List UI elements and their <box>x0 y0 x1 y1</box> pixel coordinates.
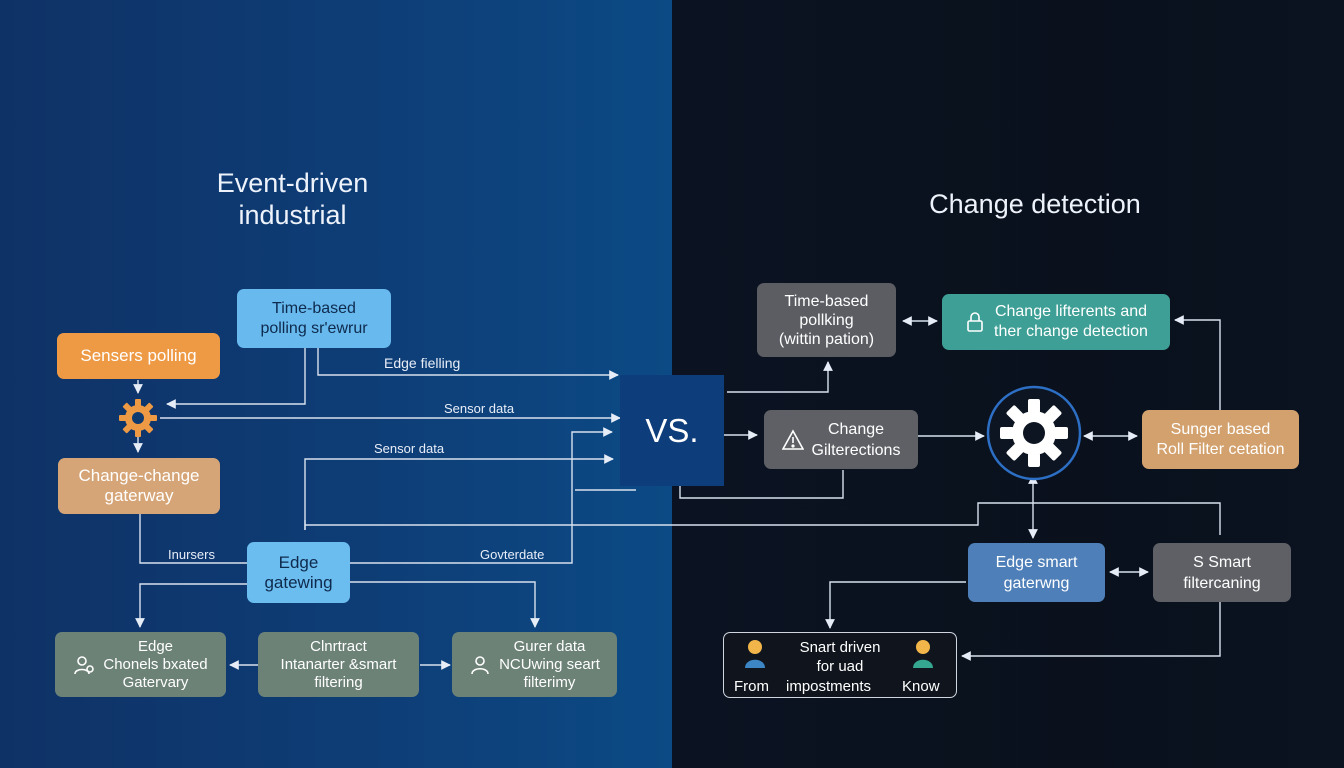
edge-chonels-box[interactable]: Edge Chonels bxated Gatervary <box>55 632 226 697</box>
warning-icon <box>781 428 804 451</box>
sensor-data-label-2: Sensor data <box>374 441 445 456</box>
sunger-based-label: Sunger based Roll Filter cetation <box>1156 420 1285 458</box>
central-gear-icon <box>984 383 1084 483</box>
change-gilterections-label: Change Gilterections <box>811 420 901 459</box>
gurer-data-box[interactable]: Gurer data NCUwing seart filterimy <box>452 632 617 697</box>
gear-icon <box>116 396 160 440</box>
from-label: From <box>734 678 769 695</box>
smart-driven-box[interactable]: Snart driven for uad From impostments Kn… <box>723 632 957 698</box>
lock-icon <box>964 311 986 333</box>
edge-gateway-box[interactable]: Edge gatewing <box>247 542 350 603</box>
person-icon-right <box>912 639 934 669</box>
person-icon-left <box>744 639 766 669</box>
change-lifterents-box[interactable]: Change lifterents and ther change detect… <box>942 294 1170 350</box>
edge-gateway-label: Edge gatewing <box>264 552 333 592</box>
change-gilterections-box[interactable]: Change Gilterections <box>764 410 918 469</box>
inursers-label: Inursers <box>168 547 215 562</box>
right-title: Change detection <box>929 189 1141 219</box>
govterdate-label: Govterdate <box>480 547 545 562</box>
change-lifterents-label: Change lifterents and ther change detect… <box>994 303 1148 340</box>
time-based-pollking-label: Time-based pollking (wittin pation) <box>778 292 875 348</box>
change-gateway-label: Change-change gaterway <box>78 466 200 505</box>
vs-badge: VS. <box>620 375 724 486</box>
gurer-data-label: Gurer data NCUwing seart filterimy <box>499 637 600 691</box>
sensors-polling-box[interactable]: Sensers polling <box>57 333 220 379</box>
time-based-polling-label: Time-based polling sr'ewrur <box>260 299 368 337</box>
time-based-pollking-box[interactable]: Time-based pollking (wittin pation) <box>757 283 896 357</box>
vs-label: VS. <box>645 411 699 449</box>
sensors-polling-label: Sensers polling <box>80 346 197 365</box>
person-gear-icon <box>73 654 95 676</box>
edge-smart-box[interactable]: Edge smart gaterwng <box>968 543 1105 602</box>
smart-filtercaning-box[interactable]: S Smart filtercaning <box>1153 543 1291 602</box>
sunger-based-box[interactable]: Sunger based Roll Filter cetation <box>1142 410 1299 469</box>
edge-smart-label: Edge smart gaterwng <box>995 553 1078 592</box>
clntract-filtering-label: Clnrtract Intanarter &smart filtering <box>280 637 397 691</box>
smart-driven-label: Snart driven for uad <box>799 639 881 675</box>
edge-fielling-label: Edge fielling <box>384 355 461 371</box>
time-based-polling-box[interactable]: Time-based polling sr'ewrur <box>237 289 391 348</box>
impostments-label: impostments <box>786 678 872 695</box>
smart-filtercaning-label: S Smart filtercaning <box>1183 553 1261 592</box>
change-gateway-box[interactable]: Change-change gaterway <box>58 458 220 514</box>
edge-chonels-label: Edge Chonels bxated Gatervary <box>103 637 208 691</box>
sensor-data-label-1: Sensor data <box>444 401 515 416</box>
user-icon <box>469 654 491 676</box>
left-title: Event-driven industrial <box>216 168 369 230</box>
clntract-filtering-box[interactable]: Clnrtract Intanarter &smart filtering <box>258 632 419 697</box>
know-label: Know <box>902 678 940 695</box>
